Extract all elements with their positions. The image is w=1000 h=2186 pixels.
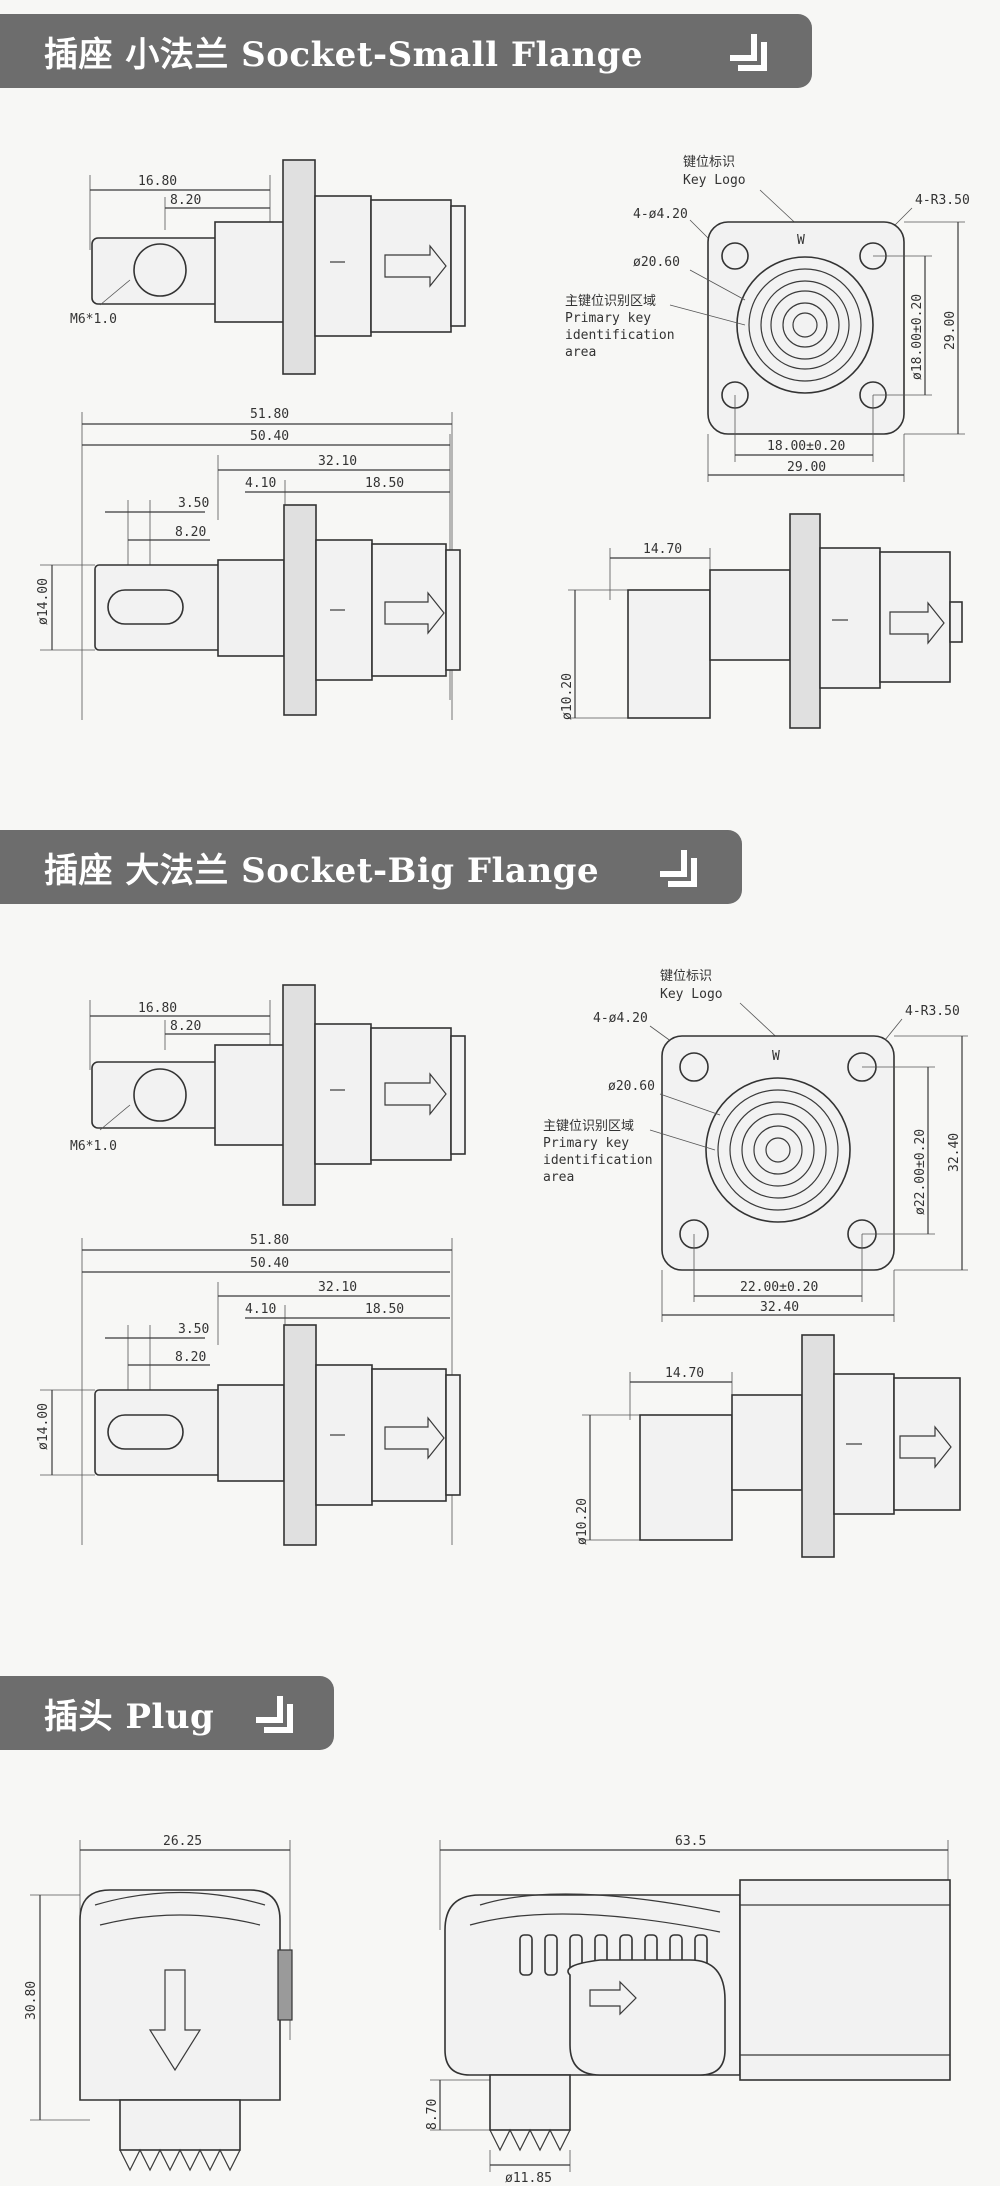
small-side-view-top: 16.80 8.20 M6*1.0 [70, 159, 466, 375]
dim-51-80: 51.80 [250, 1233, 289, 1248]
label-primary-cn: 主键位识别区域 [565, 294, 656, 309]
section-banner-plug: 插头 Plug [0, 1676, 334, 1750]
dim-size-h: 32.40 [760, 1300, 799, 1315]
label-radius: 4-R3.50 [915, 193, 970, 208]
label-primary-2: identification [543, 1153, 653, 1168]
dim-8-20: 8.20 [170, 1019, 201, 1034]
label-w: W [772, 1049, 780, 1064]
label-primary-2: identification [565, 328, 675, 343]
label-primary-3: area [543, 1170, 574, 1185]
dim-8-70: 8.70 [425, 2099, 440, 2130]
dim-26-25: 26.25 [163, 1834, 202, 1849]
dim-14-70: 14.70 [665, 1366, 704, 1381]
dim-dia-11-85: ø11.85 [505, 2171, 552, 2186]
small-side-view-right: 14.70 ø10.20 [560, 513, 963, 729]
corner-arrow-icon [654, 844, 698, 890]
section-title-small-flange: 插座 小法兰 Socket-Small Flange [44, 34, 644, 75]
dim-51-80: 51.80 [250, 407, 289, 422]
section-banner-big-flange: 插座 大法兰 Socket-Big Flange [0, 830, 742, 904]
big-side-view-right: 14.70 ø10.20 [575, 1334, 961, 1558]
dim-dia-14: ø14.00 [36, 578, 51, 625]
big-front-view: 键位标识 Key Logo 4-ø4.20 4-R3.50 W ø20.60 主… [543, 969, 968, 1322]
dim-16-80: 16.80 [138, 1001, 177, 1016]
big-side-view-bottom: 51.80 50.40 32.10 4.10 18.50 3.50 8.20 ø… [36, 1233, 461, 1546]
dim-size-h: 29.00 [787, 460, 826, 475]
dim-30-80: 30.80 [24, 1981, 39, 2020]
dim-18-50: 18.50 [365, 1302, 404, 1317]
corner-arrow-icon [250, 1690, 294, 1736]
label-m6: M6*1.0 [70, 1139, 117, 1154]
label-key-logo-cn: 键位标识 [683, 155, 735, 170]
plug-side-view: 63.5 8.70 ø11.85 [425, 1834, 951, 2186]
dim-18-50: 18.50 [365, 476, 404, 491]
dim-8-20: 8.20 [170, 193, 201, 208]
label-key-logo-en: Key Logo [683, 173, 746, 188]
dim-pitch-h: 18.00±0.20 [767, 439, 845, 454]
dim-dia-10-20: ø10.20 [575, 1498, 590, 1545]
dim-14-70: 14.70 [643, 542, 682, 557]
dim-3-50: 3.50 [178, 1322, 209, 1337]
dim-50-40: 50.40 [250, 1256, 289, 1271]
section-banner-small-flange: 插座 小法兰 Socket-Small Flange [0, 14, 812, 88]
label-primary-cn: 主键位识别区域 [543, 1119, 634, 1134]
label-key-logo-en: Key Logo [660, 987, 723, 1002]
small-front-view: 键位标识 Key Logo 4-ø4.20 4-R3.50 W ø20.60 主… [565, 155, 970, 482]
corner-arrow-icon [724, 28, 768, 74]
dim-63-5: 63.5 [675, 1834, 706, 1849]
label-hole: 4-ø4.20 [593, 1011, 648, 1026]
label-key-logo-cn: 键位标识 [660, 969, 712, 984]
dim-4-10: 4.10 [245, 1302, 276, 1317]
dim-3-50: 3.50 [178, 496, 209, 511]
section-title-plug: 插头 Plug [44, 1696, 215, 1737]
label-hole: 4-ø4.20 [633, 207, 688, 222]
label-d2060: ø20.60 [633, 255, 680, 270]
dim-32-10: 32.10 [318, 454, 357, 469]
big-side-view-top: 16.80 8.20 M6*1.0 [70, 984, 466, 1206]
dim-pitch-h: 22.00±0.20 [740, 1280, 818, 1295]
label-primary-1: Primary key [565, 311, 651, 326]
dim-dia-10-20: ø10.20 [560, 673, 575, 720]
label-d2060: ø20.60 [608, 1079, 655, 1094]
dim-16-80: 16.80 [138, 174, 177, 189]
dim-4-10: 4.10 [245, 476, 276, 491]
dim-dia-14: ø14.00 [36, 1403, 51, 1450]
plug-front-view: 26.25 30.80 [24, 1834, 293, 2172]
label-m6: M6*1.0 [70, 312, 117, 327]
dim-32-10: 32.10 [318, 1280, 357, 1295]
label-w: W [797, 233, 805, 248]
section-title-big-flange: 插座 大法兰 Socket-Big Flange [44, 850, 600, 891]
dim-size-v: 29.00 [943, 311, 958, 350]
label-primary-3: area [565, 345, 596, 360]
label-radius: 4-R3.50 [905, 1004, 960, 1019]
dim-8-20b: 8.20 [175, 525, 206, 540]
dim-pitch-v: ø18.00±0.20 [910, 294, 925, 380]
label-primary-1: Primary key [543, 1136, 629, 1151]
dim-size-v: 32.40 [947, 1133, 962, 1172]
dim-pitch-v: ø22.00±0.20 [913, 1129, 928, 1215]
dim-8-20b: 8.20 [175, 1350, 206, 1365]
dim-50-40: 50.40 [250, 429, 289, 444]
small-side-view-bottom: 51.80 50.40 32.10 4.10 18.50 3.50 8.20 ø… [36, 407, 461, 720]
